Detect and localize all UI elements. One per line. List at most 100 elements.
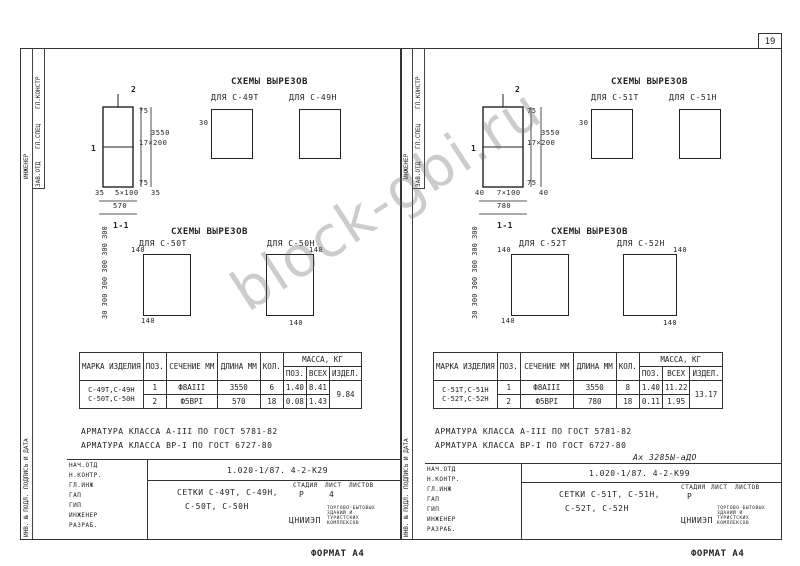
header-length: ДЛИНА ММ	[216, 352, 261, 381]
dimension-label: 140	[673, 246, 688, 254]
dimension-label: 3550	[541, 129, 560, 137]
scheme-label: ДЛЯ С-49Н	[289, 93, 337, 102]
sidebar-label: ГЛ.СПЕЦ	[415, 123, 422, 149]
stamp-role: РАЗРАБ.	[427, 526, 456, 533]
sidebar-label: ИНВ. № ПОДЛ.	[403, 493, 410, 537]
cell-mass-all: 1.95	[661, 394, 691, 409]
stage-header: СТАДИЯ	[293, 482, 318, 489]
mesh-drawing	[99, 94, 152, 215]
sidebar-label: ГЛ.КОНСТР	[415, 76, 422, 109]
header-section: СЕЧЕНИЕ ММ	[165, 352, 218, 381]
cell-mass-pos: 1.40	[638, 380, 663, 395]
header-mass: МАССА, КГ	[282, 352, 363, 367]
cell-pos: 1	[142, 380, 167, 395]
sheet-header: ЛИСТ	[325, 482, 342, 489]
title-block: 1.020-1/87. 4-2-К29 СЕТКИ С-49Т, С-49Н, …	[67, 459, 401, 540]
rebar-note: АРМАТУРА КЛАССА ВР-I ПО ГОСТ 6727-80	[435, 441, 627, 450]
cell-section: Ф8АIII	[165, 380, 218, 395]
dimension-label: 35	[151, 189, 161, 197]
dimension-label: 570	[113, 202, 128, 210]
mesh-drawing	[479, 94, 542, 215]
signature-grid	[425, 464, 522, 540]
cell-length: 570	[216, 394, 261, 409]
scheme-label: ДЛЯ С-51Т	[591, 93, 639, 102]
position-marker: 2	[131, 85, 137, 94]
stamp-role: ИНЖЕНЕР	[69, 512, 98, 519]
cell-mass-pos: 0.11	[638, 394, 663, 409]
header-mass: МАССА, КГ	[638, 352, 723, 367]
sidebar-label: ЗАВ.ОТД	[415, 161, 422, 187]
drawing-title: С-50Т, С-50Н	[185, 502, 249, 511]
scheme-label: ДЛЯ С-51Н	[669, 93, 717, 102]
schemes-title: СХЕМЫ ВЫРЕЗОВ	[551, 227, 628, 237]
position-marker: 2	[515, 85, 521, 94]
dimension-label: 40	[539, 189, 549, 197]
organization-subtitle: ТОРГОВО-БЫТОВЫХ ЗДАНИЙ И ТУРИСТСКИХ КОМП…	[717, 506, 766, 526]
cell-section: Ф5ВРI	[165, 394, 218, 409]
stamp-role: ГИП	[69, 502, 82, 509]
cutout-scheme	[511, 254, 569, 316]
dimension-label: 30 300 300 300 300 300	[471, 226, 479, 319]
stamp-role: НАЧ.ОТД	[427, 466, 456, 473]
sheet-header: ЛИСТ	[711, 484, 728, 491]
scheme-label: ДЛЯ С-52Т	[519, 239, 567, 248]
cell-section: Ф8АIII	[519, 380, 574, 395]
rebar-note: АРМАТУРА КЛАССА А-III ПО ГОСТ 5781-82	[435, 427, 632, 436]
dimension-label: 30 300 300 300 300 300	[101, 226, 109, 319]
section-title: 1-1	[113, 221, 129, 230]
dimension-label: 17×200	[527, 139, 556, 147]
dimension-label: 75	[527, 179, 537, 187]
cutout-scheme	[211, 109, 253, 159]
format-label: ФОРМАТ А4	[691, 549, 745, 559]
sidebar-label: ИНЖЕНЕР	[403, 153, 410, 179]
cutout-scheme	[266, 254, 314, 316]
sidebar-signature-block	[413, 49, 425, 189]
dimension-label: 140	[289, 319, 304, 327]
stamp-role: ГИП	[427, 506, 440, 513]
cell-qty: 18	[259, 394, 284, 409]
dimension-label: 75	[139, 107, 149, 115]
dimension-label: 35	[95, 189, 105, 197]
drawing-title: СЕТКИ С-51Т, С-51Н,	[559, 490, 661, 499]
dimension-label: 5×100	[115, 189, 139, 197]
handwritten-reference: Ах 3285Ы-аДО	[633, 453, 697, 462]
rebar-note: АРМАТУРА КЛАССА А-III ПО ГОСТ 5781-82	[81, 427, 278, 436]
sheets-header: ЛИСТОВ	[735, 484, 760, 491]
specification-table: МАРКА ИЗДЕЛИЯ ПОЗ. СЕЧЕНИЕ ММ ДЛИНА ММ К…	[433, 352, 723, 409]
stamp-role: ГАП	[427, 496, 440, 503]
header-pos: ПОЗ.	[496, 352, 521, 381]
header-mass-all: ВСЕХ	[661, 366, 691, 381]
dimension-label: 7×100	[497, 189, 521, 197]
header-mass-item: ИЗДЕЛ.	[328, 366, 363, 381]
cell-length: 780	[572, 394, 617, 409]
cutout-scheme	[623, 254, 677, 316]
sidebar-frame	[21, 49, 33, 539]
cell-mass-all: 8.41	[305, 380, 330, 395]
cell-mass-pos: 1.40	[282, 380, 307, 395]
sidebar-label: ИНВ. № ПОДЛ.	[23, 493, 30, 537]
drawing-title: С-52Т, С-52Н	[565, 504, 629, 513]
header-qty: КОЛ.	[259, 352, 284, 381]
header-pos: ПОЗ.	[142, 352, 167, 381]
sidebar-label: ГЛ.СПЕЦ	[35, 123, 42, 149]
sidebar-label: ПОДПИСЬ И ДАТА	[403, 438, 410, 489]
stamp-role: РАЗРАБ.	[69, 522, 98, 529]
header-qty: КОЛ.	[615, 352, 640, 381]
stamp-role: ГАП	[69, 492, 82, 499]
cell-pos: 1	[496, 380, 521, 395]
header-section: СЕЧЕНИЕ ММ	[519, 352, 574, 381]
dimension-label: 140	[501, 317, 516, 325]
title-block: 1.020-1/87. 4-2-К99 СЕТКИ С-51Т, С-51Н, …	[425, 463, 781, 540]
cell-qty: 18	[615, 394, 640, 409]
sidebar-frame	[401, 49, 413, 539]
stage-value: Р	[687, 492, 693, 501]
cutout-scheme	[679, 109, 721, 159]
sidebar-label: ЗАВ.ОТД	[35, 161, 42, 187]
stage-header: СТАДИЯ	[681, 484, 706, 491]
sidebar-signature-block	[33, 49, 45, 189]
dimension-label: 780	[497, 202, 512, 210]
header-mass-item: ИЗДЕЛ.	[689, 366, 723, 381]
cutout-scheme	[299, 109, 341, 159]
schemes-title: СХЕМЫ ВЫРЕЗОВ	[611, 77, 688, 87]
dimension-label: 17×200	[139, 139, 168, 147]
